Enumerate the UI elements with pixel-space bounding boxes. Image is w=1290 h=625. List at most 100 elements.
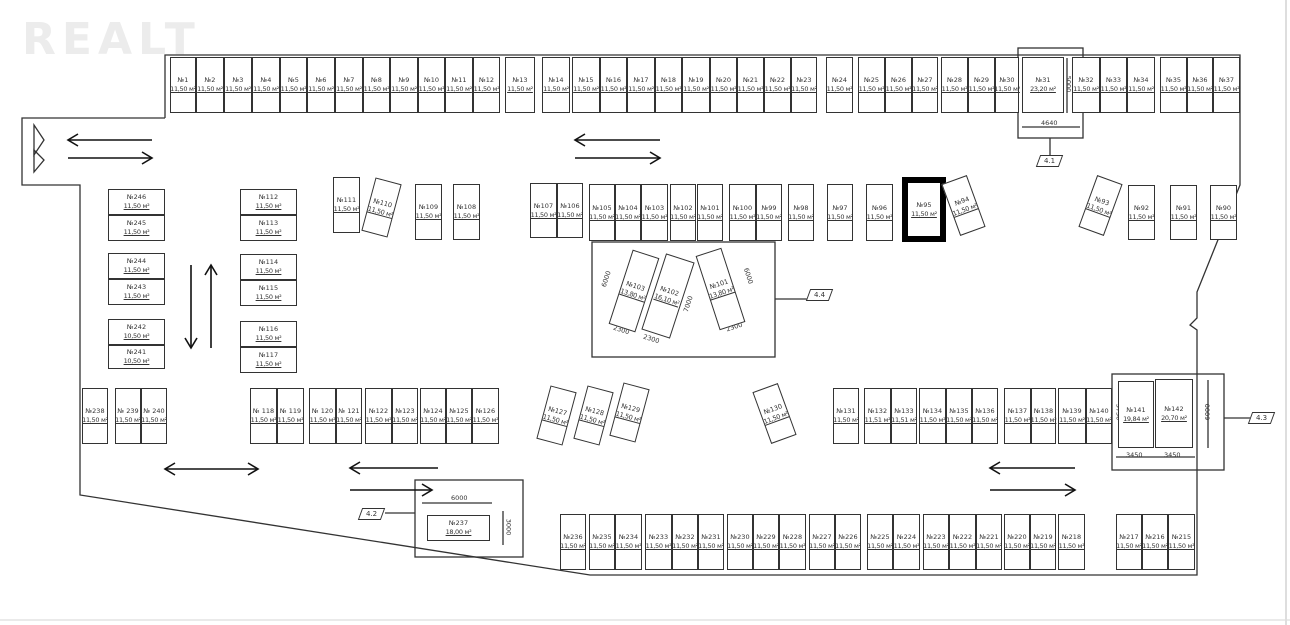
callout-4-3[interactable]: 4.3 bbox=[1247, 412, 1276, 424]
callout-4-1[interactable]: 4.1 bbox=[1035, 155, 1064, 167]
callout-4-4[interactable]: 4.4 bbox=[805, 289, 834, 301]
